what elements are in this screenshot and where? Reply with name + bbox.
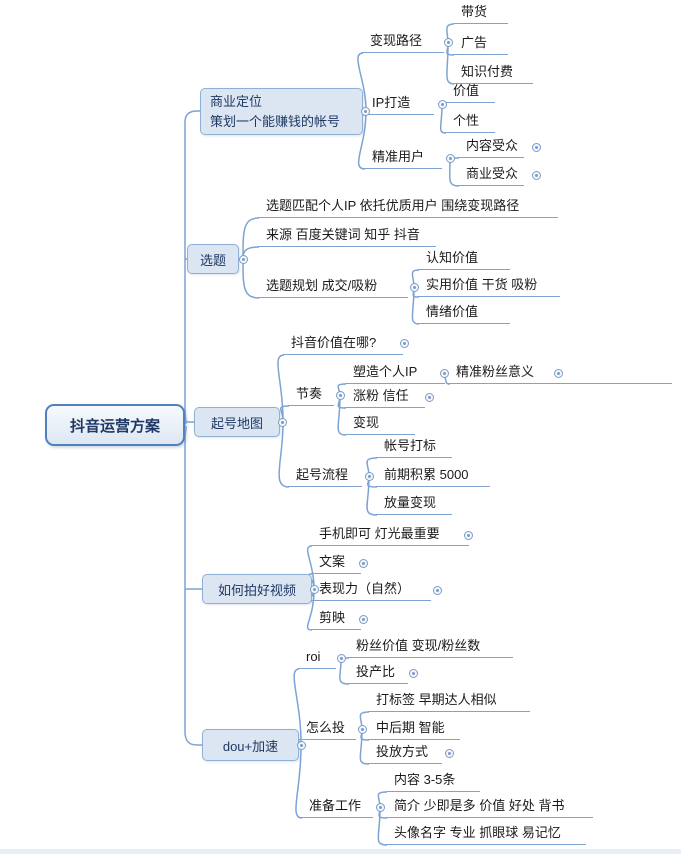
node-account-tagging[interactable]: 帐号打标 [376,437,452,458]
expand-icon[interactable] [464,531,473,540]
node-fan-value[interactable]: 粉丝价值 变现/粉丝数 [348,637,513,658]
node-early-accumulate-5000[interactable]: 前期积累 5000 [376,466,490,487]
expand-icon[interactable] [239,255,248,264]
node-avatar-name[interactable]: 头像名字 专业 抓眼球 易记忆 [386,824,586,845]
node-target-users[interactable]: 精准用户 [364,148,442,169]
expand-icon[interactable] [409,669,418,678]
expand-icon[interactable] [445,749,454,758]
node-advertising[interactable]: 广告 [453,34,508,55]
node-start-process[interactable]: 起号流程 [288,466,362,487]
node-phone-lighting[interactable]: 手机即可 灯光最重要 [311,525,469,546]
node-precise-fans-meaning[interactable]: 精准粉丝意义 [448,363,672,384]
node-ip-building[interactable]: IP打造 [364,94,434,115]
node-monetize[interactable]: 变现 [345,414,415,435]
expand-icon[interactable] [359,615,368,624]
branch-dou-plus-boost[interactable]: dou+加速 [202,729,299,761]
node-scale-monetize[interactable]: 放量变现 [376,494,452,515]
node-personality[interactable]: 个性 [445,112,495,133]
node-expressiveness[interactable]: 表现力（自然） [311,580,431,601]
expand-icon[interactable] [359,559,368,568]
node-content-3-5[interactable]: 内容 3-5条 [386,771,480,792]
node-rhythm[interactable]: 节奏 [288,385,334,406]
root-node-douyin-plan[interactable]: 抖音运营方案 [45,404,185,446]
expand-icon[interactable] [425,393,434,402]
node-content-audience[interactable]: 内容受众 [458,137,524,158]
node-jianying[interactable]: 剪映 [311,609,361,630]
expand-icon[interactable] [361,107,370,116]
node-practical-value[interactable]: 实用价值 干货 吸粉 [418,276,560,297]
expand-icon[interactable] [446,154,455,163]
node-mid-late-smart[interactable]: 中后期 智能 [368,719,460,740]
expand-icon[interactable] [336,391,345,400]
expand-icon[interactable] [376,803,385,812]
node-cognitive-value[interactable]: 认知价值 [418,249,510,270]
expand-icon[interactable] [438,100,447,109]
branch-business-positioning[interactable]: 商业定位 策划一个能赚钱的帐号 [200,88,363,135]
node-how-to-invest[interactable]: 怎么投 [298,719,356,740]
horizontal-scrollbar-track[interactable] [0,849,681,854]
node-value[interactable]: 价值 [445,82,495,103]
node-roi[interactable]: roi [298,648,336,669]
node-business-audience[interactable]: 商业受众 [458,165,524,186]
expand-icon[interactable] [532,143,541,152]
node-topic-planning[interactable]: 选题规划 成交/吸粉 [258,277,408,298]
node-delivery-method[interactable]: 投放方式 [368,743,442,764]
node-knowledge-pay[interactable]: 知识付费 [453,63,533,84]
node-preparation[interactable]: 准备工作 [301,797,373,818]
node-monetization-path[interactable]: 变现路径 [362,32,444,53]
node-gain-fans-trust[interactable]: 涨粉 信任 [345,387,425,408]
expand-icon[interactable] [337,654,346,663]
expand-icon[interactable] [310,585,319,594]
node-bio-less-is-more[interactable]: 简介 少即是多 价值 好处 背书 [386,797,593,818]
branch-title-line1: 商业定位 [210,93,263,109]
expand-icon[interactable] [410,283,419,292]
expand-icon[interactable] [278,418,287,427]
expand-icon[interactable] [554,369,563,378]
node-input-output-ratio[interactable]: 投产比 [348,663,408,684]
node-douyin-value[interactable]: 抖音价值在哪? [283,334,403,355]
expand-icon[interactable] [358,725,367,734]
node-bring-goods[interactable]: 带货 [453,3,508,24]
branch-title-line2: 策划一个能赚钱的帐号 [210,113,341,129]
expand-icon[interactable] [365,472,374,481]
branch-topic-selection[interactable]: 选题 [187,244,239,274]
expand-icon[interactable] [440,369,449,378]
expand-icon[interactable] [532,171,541,180]
expand-icon[interactable] [444,38,453,47]
branch-how-to-shoot-video[interactable]: 如何拍好视频 [202,574,312,604]
expand-icon[interactable] [400,339,409,348]
node-topic-sources[interactable]: 来源 百度关键词 知乎 抖音 [258,226,436,247]
node-build-personal-ip[interactable]: 塑造个人IP [345,363,445,384]
node-emotional-value[interactable]: 情绪价值 [418,303,510,324]
expand-icon[interactable] [433,586,442,595]
branch-account-start-map[interactable]: 起号地图 [194,407,280,437]
node-copywriting[interactable]: 文案 [311,553,361,574]
expand-icon[interactable] [297,741,306,750]
node-tagging-similar-creators[interactable]: 打标签 早期达人相似 [368,691,530,712]
node-topic-match-ip[interactable]: 选题匹配个人IP 依托优质用户 围绕变现路径 [258,197,558,218]
